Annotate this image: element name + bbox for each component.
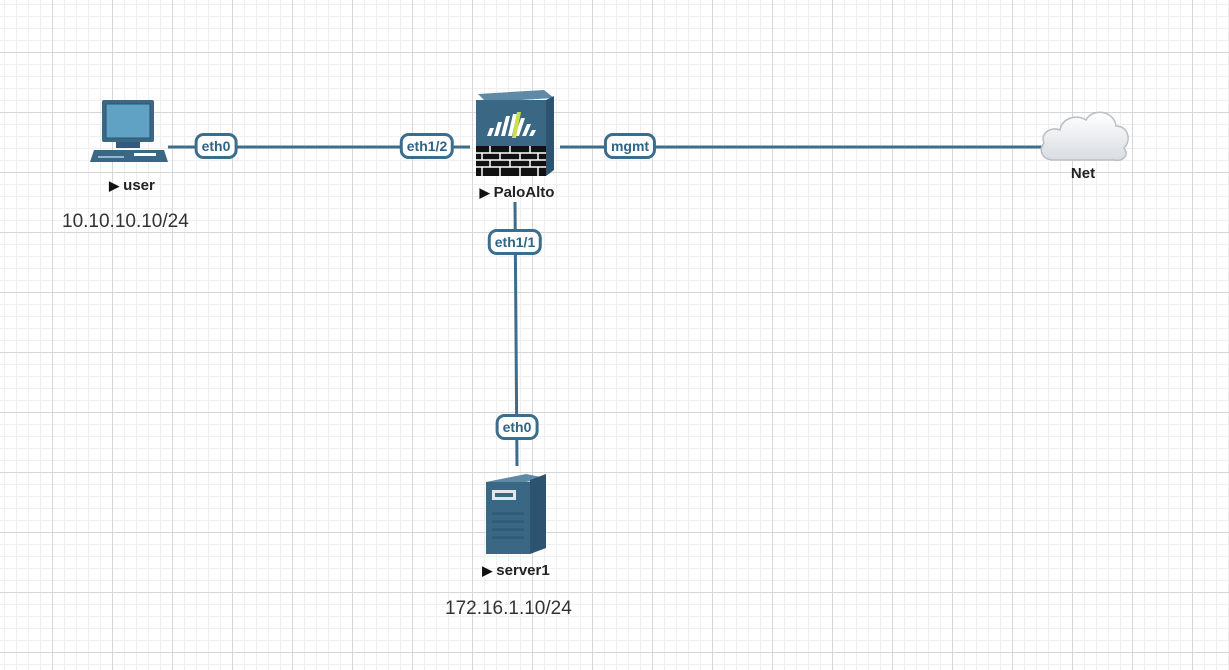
node-paloalto[interactable]	[470, 88, 560, 180]
node-name: server1	[496, 562, 550, 579]
node-server1[interactable]	[484, 468, 548, 556]
port-server1-eth0[interactable]: eth0	[495, 414, 539, 440]
port-paloalto-eth1-2[interactable]: eth1/2	[399, 133, 455, 159]
port-paloalto-mgmt[interactable]: mgmt	[603, 133, 657, 159]
user-ip-annotation: 10.10.10.10/24	[62, 211, 189, 232]
node-label-server1[interactable]: ▶server1	[482, 562, 549, 579]
server-tower-icon	[486, 474, 546, 554]
port-paloalto-eth1-1[interactable]: eth1/1	[487, 229, 543, 255]
running-indicator-icon: ▶	[479, 185, 490, 200]
node-net[interactable]	[1036, 106, 1132, 164]
running-indicator-icon: ▶	[482, 563, 493, 578]
cloud-icon	[1040, 111, 1129, 162]
running-indicator-icon: ▶	[109, 178, 120, 193]
node-label-net[interactable]: Net	[1070, 165, 1096, 182]
port-user-eth0[interactable]: eth0	[194, 133, 238, 159]
node-user[interactable]	[88, 98, 172, 170]
node-name: user	[123, 177, 155, 194]
node-label-user[interactable]: ▶user	[109, 177, 155, 194]
server1-ip-annotation: 172.16.1.10/24	[445, 598, 572, 619]
desktop-pc-icon	[90, 100, 168, 162]
node-name: PaloAlto	[493, 184, 555, 201]
node-label-paloalto[interactable]: ▶PaloAlto	[480, 184, 555, 201]
paloalto-firewall-icon	[476, 90, 554, 176]
